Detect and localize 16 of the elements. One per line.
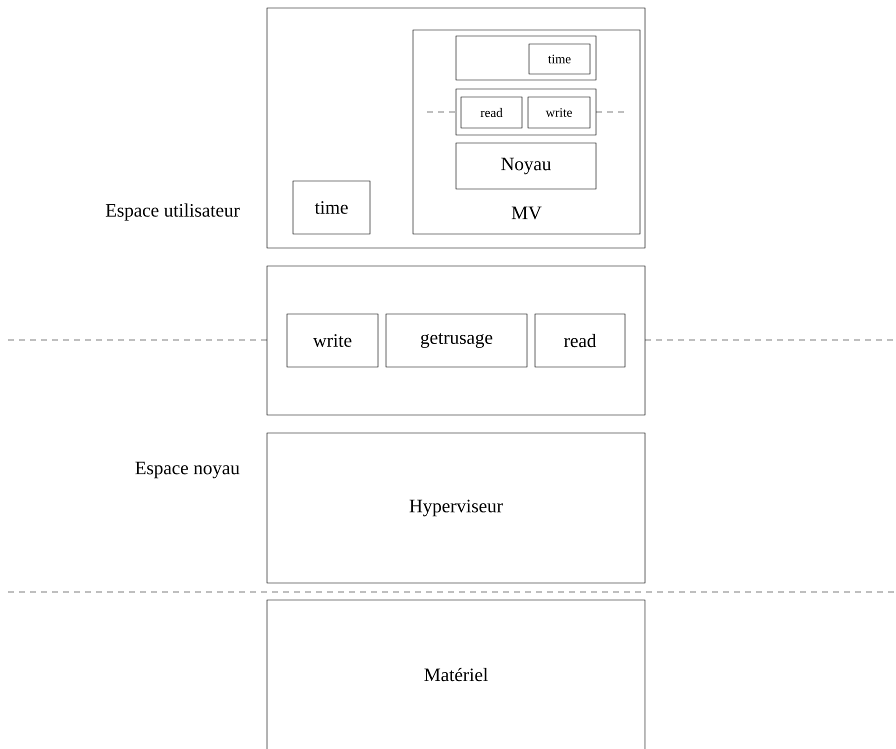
empty-box [266, 8, 646, 248]
text-box: getrusage [386, 314, 528, 368]
region-label: Espace noyau [135, 462, 240, 478]
empty-box [456, 36, 596, 80]
text-box: read [460, 96, 522, 128]
empty-box [456, 88, 596, 136]
text-box: write [286, 314, 378, 368]
text-box: time [528, 44, 590, 74]
text-box: write [528, 96, 590, 128]
region-label: Espace utilisateur [106, 203, 240, 221]
empty-box [266, 266, 646, 416]
text-box: Noyau [456, 142, 596, 190]
text-box: Hyperviseur [266, 432, 646, 584]
text-box: Matériel [266, 600, 646, 749]
text-box: time [292, 180, 370, 234]
text-box: read [534, 314, 626, 368]
